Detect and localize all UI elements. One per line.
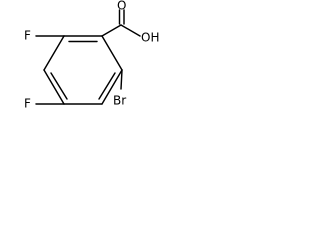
ring-bond-top-left: [43, 35, 65, 71]
ring-inner-double-right: [98, 72, 116, 100]
hydroxyl-bond: [120, 24, 141, 37]
chemical-structure-canvas: O OH Br F F: [0, 0, 198, 138]
carboxyl-carbon-bond: [101, 24, 122, 37]
ring-inner-double-left: [50, 72, 68, 100]
bromine-bond: [120, 69, 123, 90]
fluorine-bottom-label: F: [24, 97, 31, 111]
hydroxyl-label: OH: [141, 31, 159, 45]
carbonyl-oxygen-label: O: [117, 0, 126, 13]
ring-bond-bottom-left: [43, 69, 65, 105]
ring-bond-top-right: [101, 35, 123, 71]
molecule-diagram: O OH Br F F: [24, 0, 159, 111]
bromine-label: Br: [113, 94, 126, 108]
fluorine-top-label: F: [24, 29, 31, 43]
ring-bond-bottom-right: [101, 69, 123, 105]
